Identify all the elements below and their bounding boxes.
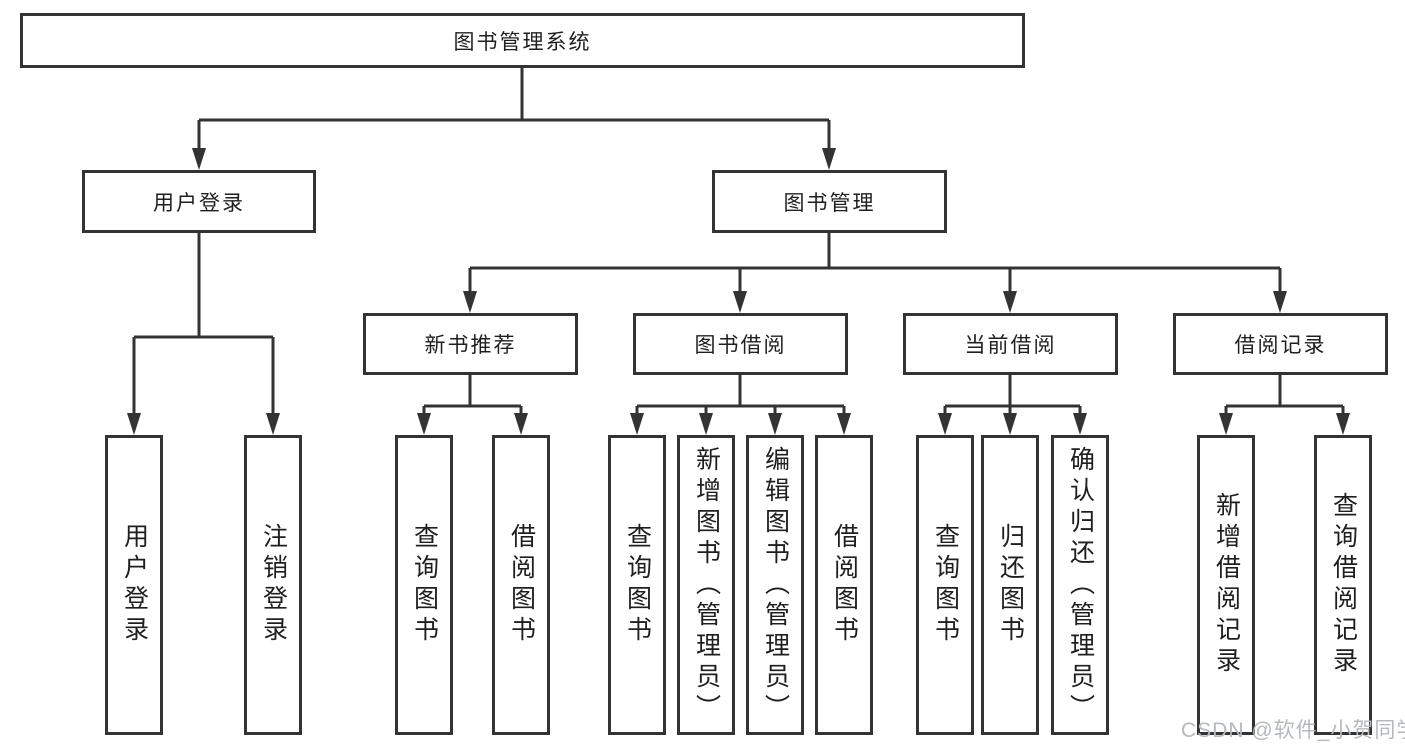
connector-paths — [132, 68, 1345, 415]
leaf-borrow-books-1-label: 借阅图书 — [507, 523, 536, 647]
node-book-management: 图书管理 — [712, 170, 947, 233]
leaf-logout-label: 注销登录 — [259, 523, 288, 647]
leaf-query-books-3-label: 查询图书 — [931, 523, 960, 647]
leaf-query-borrow-record: 查询借阅记录 — [1314, 435, 1372, 735]
leaf-borrow-books-2: 借阅图书 — [815, 435, 873, 735]
leaf-add-borrow-record-label: 新增借阅记录 — [1212, 492, 1241, 678]
node-current-borrowing-label: 当前借阅 — [964, 334, 1057, 357]
node-book-management-label: 图书管理 — [783, 191, 876, 215]
leaf-logout: 注销登录 — [244, 435, 302, 735]
leaf-add-borrow-record: 新增借阅记录 — [1197, 435, 1255, 735]
node-borrowing-records-label: 借阅记录 — [1234, 334, 1327, 357]
leaf-confirm-return-admin-label: 确认归还（管理员） — [1066, 445, 1095, 725]
node-new-book-recommend: 新书推荐 — [363, 313, 578, 375]
leaf-edit-books-admin-label: 编辑图书（管理员） — [761, 445, 790, 725]
leaf-user-login-label: 用户登录 — [120, 523, 149, 647]
node-user-login-label: 用户登录 — [153, 191, 245, 215]
leaf-add-books-admin-label: 新增图书（管理员） — [692, 445, 721, 725]
csdn-watermark: CSDN @软件_小贺同学 — [1181, 719, 1405, 742]
leaf-return-books: 归还图书 — [981, 435, 1039, 735]
leaf-query-borrow-record-label: 查询借阅记录 — [1329, 492, 1358, 678]
leaf-query-books-2-label: 查询图书 — [623, 523, 652, 647]
leaf-query-books-1-label: 查询图书 — [410, 523, 439, 647]
node-current-borrowing: 当前借阅 — [903, 313, 1118, 375]
leaf-return-books-label: 归还图书 — [996, 523, 1025, 647]
arrowheads — [127, 148, 1350, 435]
node-book-borrowing-label: 图书借阅 — [694, 334, 787, 357]
leaf-borrow-books-1: 借阅图书 — [492, 435, 550, 735]
leaf-query-books-1: 查询图书 — [395, 435, 453, 735]
node-library-system-label: 图书管理系统 — [453, 30, 592, 54]
node-borrowing-records: 借阅记录 — [1173, 313, 1388, 375]
leaf-edit-books-admin: 编辑图书（管理员） — [746, 435, 804, 735]
leaf-borrow-books-2-label: 借阅图书 — [830, 523, 859, 647]
node-user-login: 用户登录 — [82, 170, 316, 233]
node-library-system: 图书管理系统 — [20, 13, 1025, 68]
leaf-user-login: 用户登录 — [105, 435, 163, 735]
node-new-book-recommend-label: 新书推荐 — [424, 334, 517, 357]
node-book-borrowing: 图书借阅 — [633, 313, 848, 375]
leaf-query-books-3: 查询图书 — [916, 435, 974, 735]
leaf-query-books-2: 查询图书 — [608, 435, 666, 735]
leaf-confirm-return-admin: 确认归还（管理员） — [1051, 435, 1109, 735]
leaf-add-books-admin: 新增图书（管理员） — [677, 435, 735, 735]
